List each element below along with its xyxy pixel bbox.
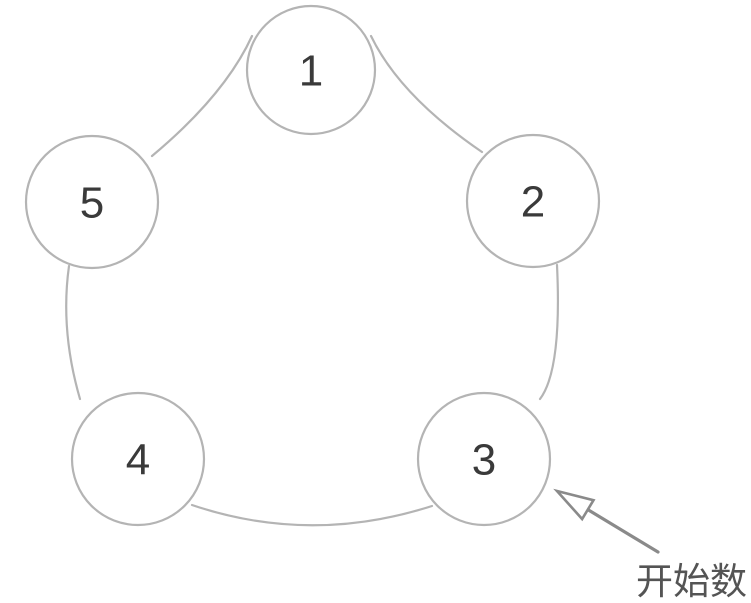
node-1[interactable]: 1	[245, 4, 377, 136]
ring-arc-2-to-3	[538, 263, 560, 401]
node-1-circle[interactable]	[245, 4, 377, 136]
ring-arcs-group	[65, 34, 560, 527]
node-5-label: 5	[80, 179, 104, 228]
ring-arc-4-to-5	[65, 264, 82, 401]
node-5-circle[interactable]	[24, 134, 160, 270]
node-1-label: 1	[299, 47, 323, 96]
start-annotation-arrow-shaft	[581, 504, 660, 554]
start-annotation-group: 开始数	[553, 488, 747, 603]
start-annotation-label: 开始数	[636, 560, 747, 603]
node-2-circle[interactable]	[465, 133, 601, 269]
ring-arc-3-to-4	[190, 503, 434, 527]
ring-arc-1-to-2	[369, 34, 484, 154]
node-3[interactable]: 3	[416, 391, 552, 527]
node-3-circle[interactable]	[416, 391, 552, 527]
node-2-label: 2	[521, 178, 545, 227]
ring-arc-5-to-1	[150, 34, 254, 158]
node-5[interactable]: 5	[24, 134, 160, 270]
node-4[interactable]: 4	[70, 391, 206, 527]
node-4-circle[interactable]	[70, 391, 206, 527]
start-annotation-arrow-head	[553, 488, 596, 522]
node-4-label: 4	[126, 436, 150, 485]
node-3-label: 3	[472, 436, 496, 485]
node-2[interactable]: 2	[465, 133, 601, 269]
